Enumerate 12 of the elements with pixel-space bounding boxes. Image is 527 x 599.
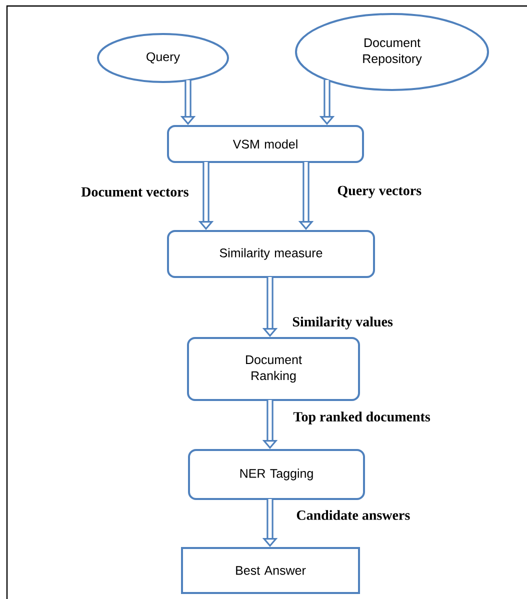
edge-label: Query vectors: [338, 186, 422, 198]
edge-label: Document vectors: [81, 187, 188, 197]
process-box: NER Tagging: [188, 449, 365, 500]
process-box: Document Ranking: [187, 337, 360, 401]
process-box: Similarity measure: [167, 230, 375, 278]
process-box: VSM model: [167, 125, 364, 163]
ellipse-node: Query: [97, 33, 229, 83]
edge-label: Candidate answers: [296, 510, 410, 520]
ellipse-node: Document Repository: [295, 13, 489, 91]
edge-label: Top ranked documents: [293, 412, 430, 424]
edge-label: Similarity values: [292, 316, 393, 330]
result-box: Best Answer: [181, 547, 360, 594]
